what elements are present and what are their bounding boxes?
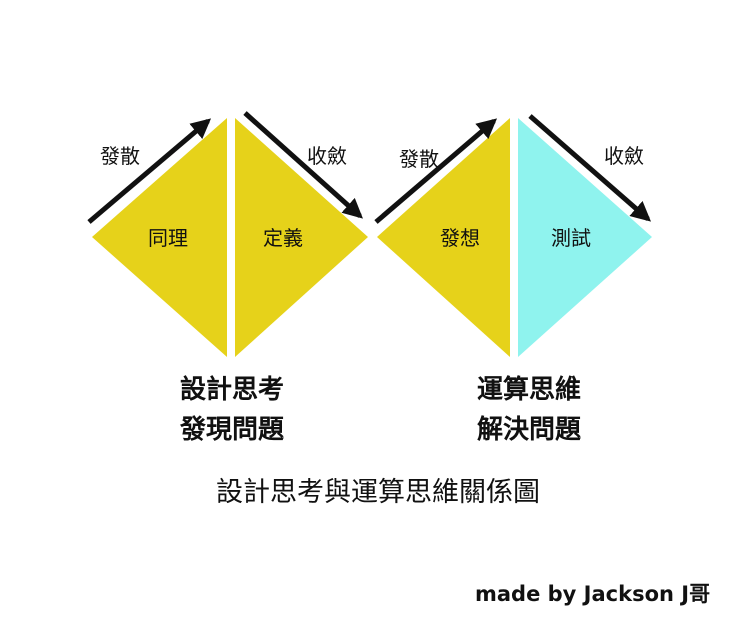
empathize-label: 同理: [148, 226, 188, 250]
ideate-triangle: [377, 118, 510, 357]
computational-thinking-title: 運算思維: [476, 375, 582, 405]
converge-label-right: 收斂: [604, 144, 644, 168]
design-thinking-title: 設計思考: [179, 375, 285, 405]
test-triangle: [518, 118, 652, 357]
author-credit: made by Jackson J哥: [475, 582, 711, 606]
design-thinking-subtitle: 發現問題: [179, 415, 285, 445]
diverge-arrow-left: [87, 118, 212, 224]
converge-arrow-left: [243, 111, 363, 219]
diagram-caption: 設計思考與運算思維關係圖: [216, 477, 540, 508]
define-label: 定義: [263, 226, 303, 250]
diverge-label-right: 發散: [399, 147, 439, 171]
diverge-label-left: 發散: [100, 144, 140, 168]
computational-thinking-subtitle: 解決問題: [476, 415, 582, 445]
computational-thinking-heading: 運算思維 解決問題: [477, 370, 581, 450]
define-triangle: [235, 118, 368, 357]
empathize-triangle: [92, 118, 227, 357]
test-label: 測試: [551, 226, 591, 250]
converge-label-left: 收斂: [307, 144, 347, 168]
design-thinking-heading: 設計思考 發現問題: [180, 370, 284, 450]
converge-arrow-right: [528, 114, 652, 222]
diverge-arrow-right: [374, 118, 498, 224]
ideate-label: 發想: [440, 226, 480, 250]
